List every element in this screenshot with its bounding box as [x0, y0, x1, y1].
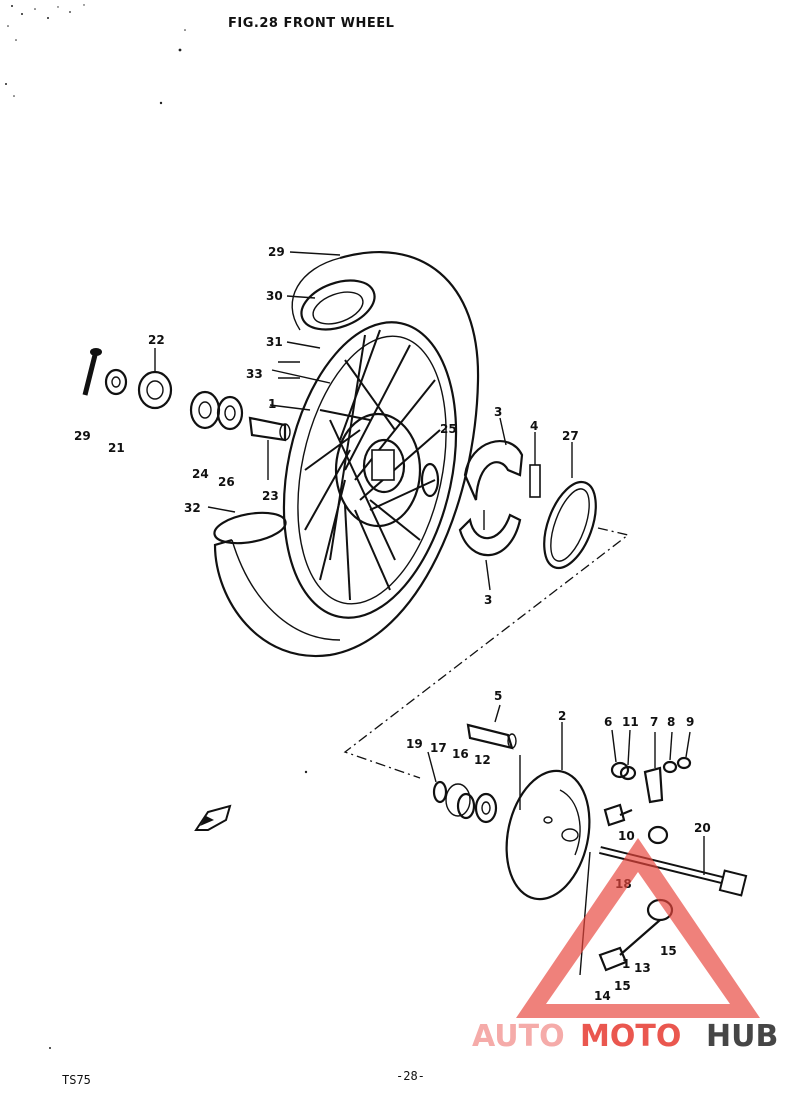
callout-32: 32: [184, 501, 201, 515]
axle-20: [599, 846, 748, 897]
callout-17: 17: [430, 741, 447, 755]
callout-2: 2: [558, 709, 566, 723]
ring-17: [445, 783, 471, 817]
small-parts: [603, 756, 692, 845]
callout-16: 16: [452, 747, 469, 761]
brake-panel: [505, 769, 591, 901]
spacer-23: [248, 416, 291, 442]
wheel-rim: [282, 321, 458, 619]
model-code: TS75: [62, 1073, 91, 1087]
axle-bolt: [82, 348, 102, 396]
callout-8: 8: [667, 715, 675, 729]
callout-1: 1: [268, 397, 276, 411]
scan-noise: [5, 4, 308, 1049]
watermark: AUTO MOTO HUB: [472, 838, 778, 1054]
watermark-part-3: HUB: [706, 1019, 778, 1054]
leader-lines-lower: [427, 704, 705, 976]
bearing-26: [216, 395, 244, 431]
callout-21: 21: [108, 441, 125, 455]
callout-4: 4: [530, 419, 538, 433]
seal-ring: [543, 480, 597, 570]
callout-29b: 29: [74, 429, 91, 443]
washer-16: [456, 792, 476, 820]
figure-title: FIG.28 FRONT WHEEL: [228, 16, 395, 31]
callout-3: 3: [494, 405, 502, 419]
leader-lines: [154, 251, 573, 591]
callout-3b: 3: [484, 593, 492, 607]
watermark-part-1: AUTO: [472, 1019, 565, 1054]
callout-24: 24: [192, 467, 209, 481]
axis-line: [343, 527, 630, 779]
callout-19: 19: [406, 737, 423, 751]
hub: [334, 412, 440, 528]
callout-5: 5: [494, 689, 502, 703]
callout-22: 22: [148, 333, 165, 347]
cam-shaft: [466, 723, 517, 750]
callout-27: 27: [562, 429, 579, 443]
callout-7: 7: [650, 715, 658, 729]
callout-25: 25: [440, 422, 457, 436]
callout-13: 13: [634, 961, 651, 975]
callout-12: 12: [474, 753, 491, 767]
nut: [104, 368, 128, 396]
callout-29: 29: [268, 245, 285, 259]
callout-33: 33: [246, 367, 263, 381]
callout-15b: 15: [614, 979, 631, 993]
seal-12: [474, 792, 498, 824]
tire: [213, 251, 480, 658]
callout-15a: 15: [660, 944, 677, 958]
spacer-22: [137, 370, 173, 410]
watermark-part-2: MOTO: [580, 1019, 681, 1054]
seal-19: [432, 780, 448, 804]
callout-6: 6: [604, 715, 612, 729]
page-number: -28-: [396, 1069, 425, 1083]
callout-1b: 1: [622, 957, 630, 971]
brake-shoes: [458, 440, 541, 557]
callout-11: 11: [622, 715, 639, 729]
callout-20: 20: [694, 821, 711, 835]
callout-10: 10: [618, 829, 635, 843]
direction-arrow: [194, 804, 232, 831]
callout-labels: 29 30 31 33 1 22 29 21 24 26 23 32 25 3 …: [74, 245, 711, 1003]
bearing-24: [189, 390, 221, 430]
callout-31: 31: [266, 335, 283, 349]
watermark-triangle-icon: [516, 838, 760, 1018]
callout-30: 30: [266, 289, 283, 303]
callout-14: 14: [594, 989, 611, 1003]
callout-9: 9: [686, 715, 694, 729]
callout-26: 26: [218, 475, 235, 489]
callout-23: 23: [262, 489, 279, 503]
